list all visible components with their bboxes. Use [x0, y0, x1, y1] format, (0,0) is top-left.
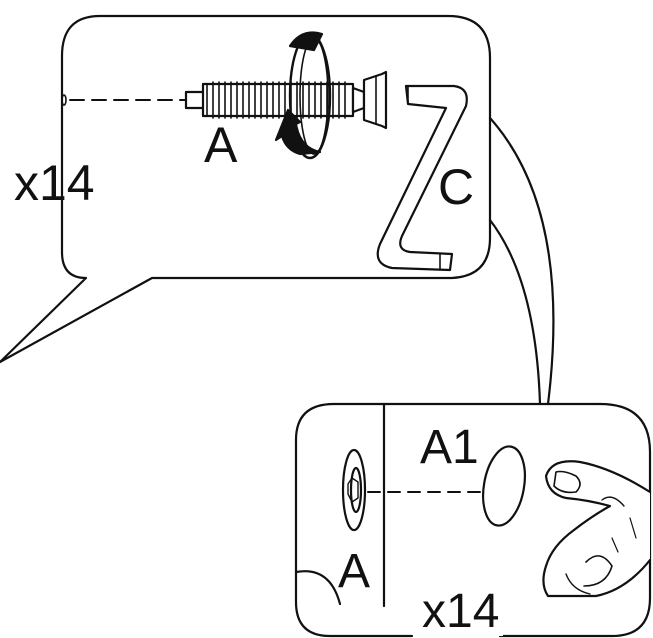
- quantity-label-top: x14: [14, 155, 95, 211]
- finger-pressing-icon: [542, 460, 652, 598]
- quantity-label-bottom: x14: [418, 588, 504, 636]
- axis-dashed-line: [61, 94, 187, 106]
- cover-cap: [482, 445, 526, 527]
- part-label-cover-cap: A1: [420, 421, 479, 474]
- hex-key-icon: [376, 84, 468, 272]
- part-label-screw-detail: A: [338, 545, 371, 598]
- screw-head-detail: [341, 448, 367, 532]
- part-label-screw: A: [204, 117, 238, 173]
- part-label-hex-key: C: [438, 159, 475, 215]
- clockwise-rotation-arrow-icon: [274, 31, 332, 160]
